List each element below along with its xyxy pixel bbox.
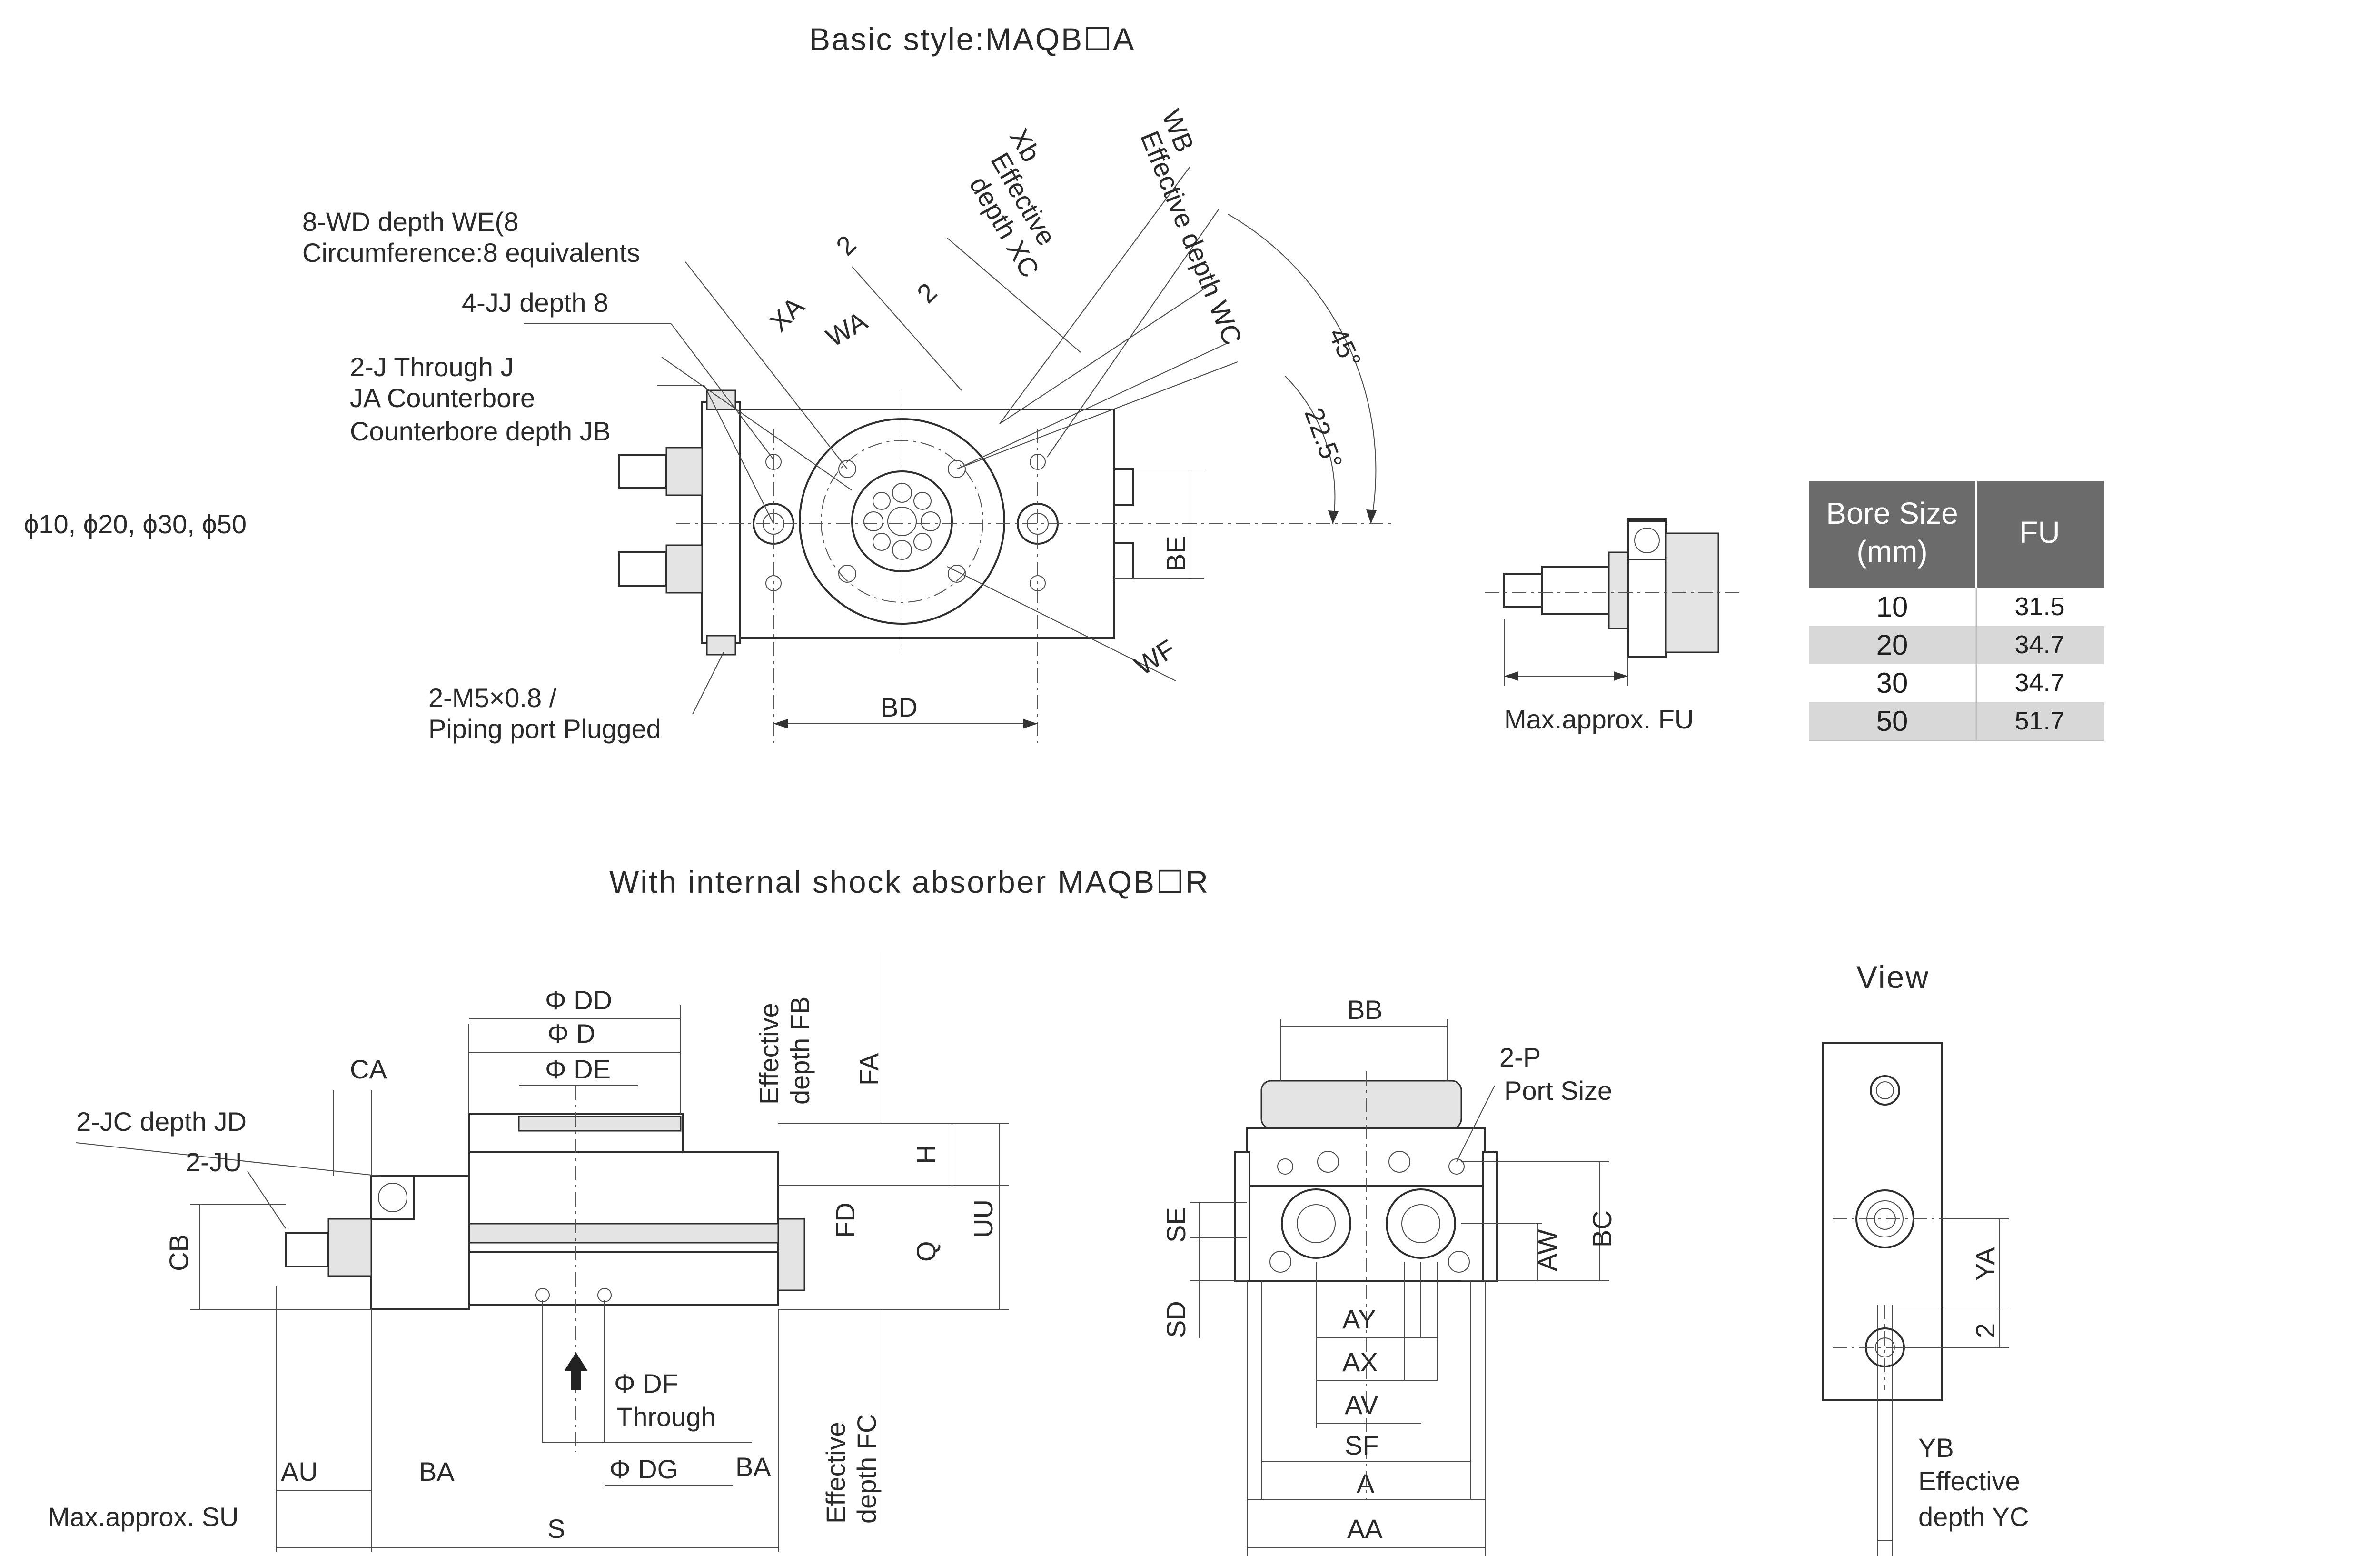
label-circumference: Circumference:8 equivalents [302,238,640,268]
label-piping-port: Piping port Plugged [428,714,661,744]
label-au: AU [281,1456,318,1486]
label-bd: BD [881,692,918,722]
end-view [1190,1019,1609,1556]
label-m5-port: 2-M5×0.8 / [428,683,557,713]
table-header-bore: Bore Size [1826,496,1958,530]
label-se: SE [1161,1207,1191,1243]
label-fc-effective: Effective [821,1422,851,1524]
label-bore-sizes: ϕ10, ϕ20, ϕ30, ϕ50 [24,509,247,539]
label-dg: Φ DG [609,1454,678,1484]
label-wd-depth: 8-WD depth WE(8 [302,207,518,237]
label-yb-depth: depth YC [1918,1502,2029,1532]
table-cell-bore: 10 [1876,591,1908,623]
label-aa: AA [1347,1514,1383,1544]
label-aw: AW [1532,1229,1562,1271]
basic-style-top-view [524,166,1395,743]
label-ba-right: BA [735,1452,771,1482]
table-row [1809,626,2104,664]
label-dd: Φ DD [545,985,612,1015]
label-df: Φ DF [614,1368,678,1398]
label-jj-depth: 4-JJ depth 8 [462,288,608,318]
label-be: BE [1161,536,1191,571]
table-cell-fu: 34.7 [2014,668,2064,697]
label-bc: BC [1587,1210,1617,1247]
title-view: View [1856,959,1930,995]
fu-table [1809,481,2104,741]
label-xa: XA [764,291,810,338]
table-row [1809,702,2104,740]
label-cb: CB [164,1234,194,1271]
label-view-two: 2 [1970,1323,2000,1338]
table-row [1809,588,2104,626]
label-av: AV [1345,1390,1378,1420]
view-detail [1822,1042,2009,1556]
label-bb: BB [1347,995,1383,1025]
label-yb: YB [1918,1433,1954,1463]
label-angle-45: 45° [1323,323,1367,372]
shock-absorber-side-view [76,952,1009,1552]
label-p: 2-P [1499,1042,1541,1072]
label-d: Φ D [547,1018,595,1048]
label-fa: FA [854,1053,884,1086]
label-ay: AY [1342,1304,1376,1334]
label-fu: Max.approx. FU [1504,704,1694,734]
label-ja-counterbore: JA Counterbore [350,383,535,413]
label-sf: SF [1345,1430,1379,1460]
label-wa: WA [821,305,873,352]
label-j-through: 2-J Through J [350,352,514,382]
title-basic-style: Basic style:MAQB☐A [809,21,1135,57]
label-jc-depth: 2-JC depth JD [76,1107,247,1137]
table-cell-fu: 51.7 [2014,707,2064,735]
label-wb-depth: Effective depth WC [1135,127,1248,349]
label-q: Q [911,1241,941,1262]
label-de: Φ DE [545,1054,611,1084]
label-ax: AX [1342,1347,1378,1377]
label-fd: FD [830,1202,860,1238]
label-yb-effective: Effective [1918,1466,2020,1496]
label-angle-22-5: 22.5° [1299,404,1349,473]
table-cell-fu: 34.7 [2014,630,2064,659]
label-wf: WF [1130,634,1180,681]
label-fc-depth: depth FC [852,1414,882,1524]
label-h: H [911,1145,941,1164]
label-counterbore-depth: Counterbore depth JB [350,416,611,446]
label-sd: SD [1161,1301,1191,1338]
table-cell-fu: 31.5 [2014,592,2064,621]
label-s: S [547,1514,565,1544]
label-su: Max.approx. SU [48,1502,239,1532]
table-cell-bore: 30 [1876,667,1908,699]
label-port-size: Port Size [1504,1076,1612,1106]
label-ba-left: BA [419,1456,455,1486]
table-cell-bore: 20 [1876,629,1908,661]
table-header-mm: (mm) [1856,534,1927,569]
label-a: A [1357,1468,1375,1498]
fu-side-view [1485,518,1742,686]
label-two-b: 2 [911,277,943,309]
table-row [1809,664,2104,702]
label-two-a: 2 [830,229,862,261]
label-uu: UU [968,1199,998,1238]
table-cell-bore: 50 [1876,705,1908,737]
label-fb-effective: Effective [754,1003,784,1105]
table-header-fu: FU [2019,515,2060,549]
title-shock-absorber: With internal shock absorber MAQB☐R [609,864,1210,899]
label-df-through: Through [616,1402,716,1432]
label-ya: YA [1970,1247,2000,1281]
label-ju: 2-JU [186,1147,242,1177]
label-fb-depth: depth FB [785,997,815,1105]
label-ca: CA [350,1054,387,1084]
